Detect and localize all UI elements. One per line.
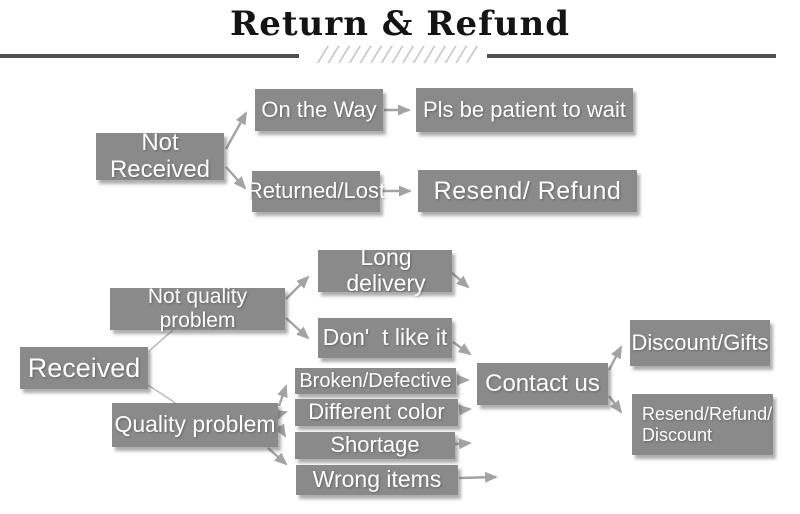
edge-contact-discountgifts: [607, 345, 623, 371]
edge-notreceived-returnedlost: [225, 166, 247, 190]
edge-dontlike-contact: [452, 341, 472, 356]
node-not-received: Not Received: [96, 129, 224, 182]
edge-wrongitems-contact: [458, 471, 498, 483]
node-resend-refund: Resend/ Refund: [418, 170, 637, 212]
edge-quality-wrongitems: [267, 447, 288, 466]
edge-longdelivery-out: [450, 271, 470, 289]
edge-quality-different: [273, 409, 288, 421]
node-wrong-items: Wrong items: [296, 465, 458, 495]
node-quality-problem: Quality problem: [112, 403, 278, 447]
node-received: Received: [20, 347, 148, 389]
edge-received-quality: [147, 384, 178, 405]
edge-quality-shortage: [274, 423, 287, 438]
node-returned-lost: Returned/Lost: [247, 171, 385, 212]
node-dont-like-it: Don' t like it: [318, 318, 452, 358]
edge-different-contact: [458, 404, 472, 416]
node-discount-gifts: Discount/Gifts: [630, 320, 770, 366]
page-title: Return & Refund: [229, 4, 571, 44]
node-long-delivery: Long delivery: [318, 244, 452, 296]
node-not-quality-problem: Not quality problem: [110, 285, 285, 332]
node-broken-defective: Broken/Defective: [295, 368, 456, 394]
edge-quality-broken: [277, 384, 288, 407]
node-contact-us: Contact us: [477, 363, 608, 405]
header-divider-left: [0, 54, 299, 58]
edge-contact-resenddiscount: [608, 395, 623, 414]
edge-notquality-longdelivery: [285, 275, 310, 300]
node-resend-refund-discount: Resend/Refund/ Discount: [632, 394, 773, 455]
edge-notquality-dontlike: [285, 317, 310, 340]
header-divider-right: [487, 54, 776, 58]
edge-notreceived-ontheway: [224, 111, 248, 150]
edge-received-notquality: [147, 329, 174, 353]
node-on-the-way: On the Way: [255, 89, 383, 131]
node-different-color: Different color: [295, 399, 458, 426]
edge-shortage-contact: [454, 438, 472, 450]
node-pls-be-patient: Pls be patient to wait: [416, 88, 633, 132]
node-shortage: Shortage: [295, 432, 455, 459]
